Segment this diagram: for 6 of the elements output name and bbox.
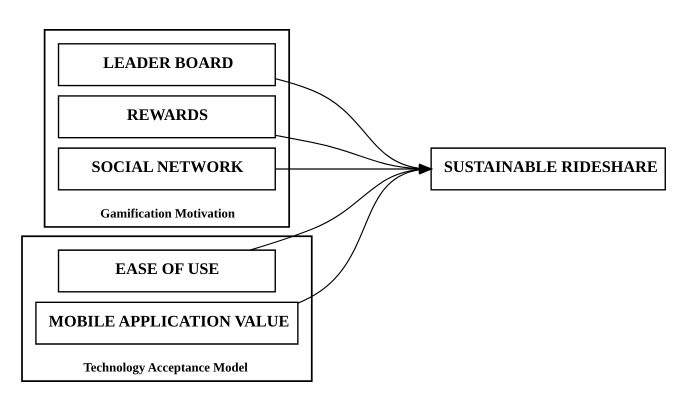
node-box: REWARDS — [58, 94, 276, 138]
node-box: EASE OF USE — [58, 248, 276, 292]
node-box: SOCIAL NETWORK — [58, 146, 276, 190]
node-box: SUSTAINABLE RIDESHARE — [430, 146, 666, 190]
node-box: MOBILE APPLICATION VALUE — [35, 301, 299, 344]
node-box: LEADER BOARD — [58, 42, 276, 86]
